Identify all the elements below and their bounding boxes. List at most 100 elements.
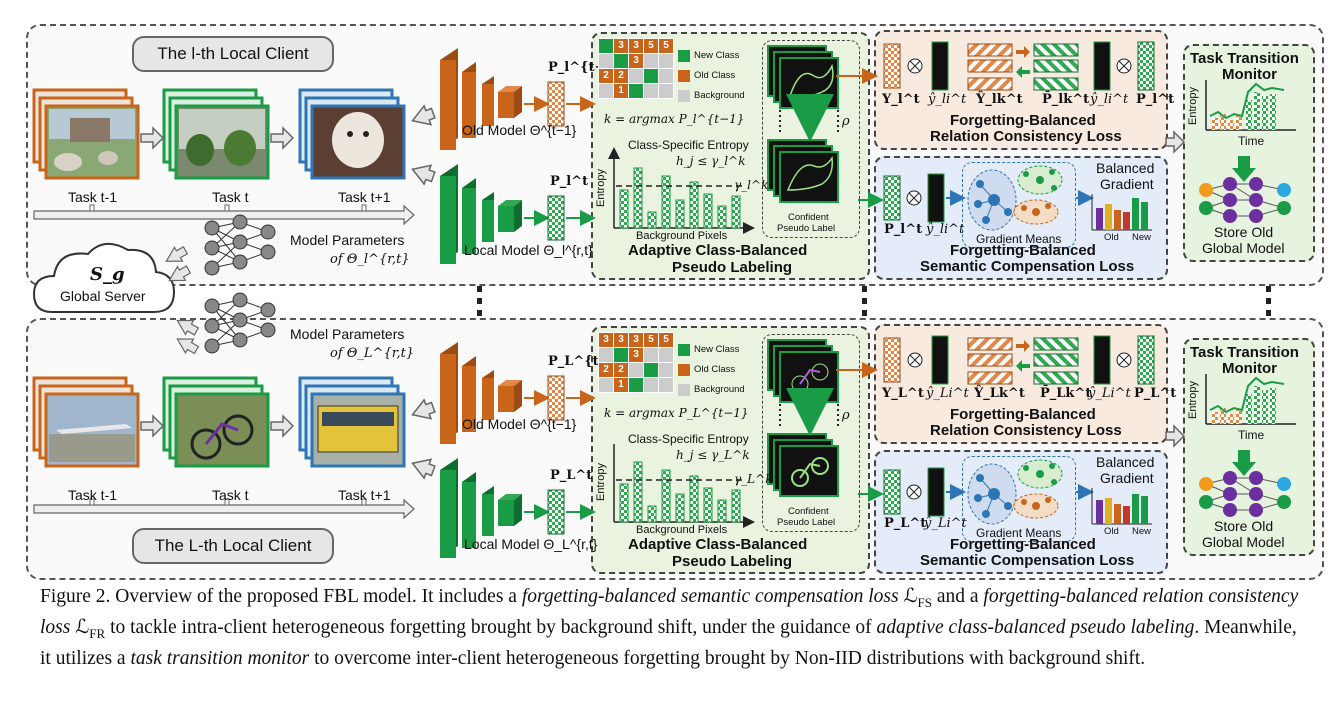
rel-lbl-4-bottom: P̄_Lk^t — [1040, 386, 1092, 401]
pseudo-grid-cell — [658, 377, 674, 393]
store-2-top: Global Model — [1202, 240, 1285, 256]
bottom-client-graphics — [32, 292, 1296, 558]
caption-part-5: to overcome inter-client heterogeneous f… — [309, 647, 1146, 669]
monitor-x-top: Time — [1238, 134, 1265, 148]
pseudo-grid-cell: 3 — [598, 332, 614, 348]
pseudo-label-stack-old-bottom — [767, 339, 839, 403]
new-label-top: New — [1132, 232, 1152, 243]
entropy-title-bottom: Class-Specific Entropy — [628, 432, 749, 446]
pseudo-grid-cell — [643, 53, 659, 69]
caption-italic-1: forgetting-balanced semantic compensatio… — [521, 586, 899, 607]
pseudo-grid-cell — [658, 83, 674, 99]
local-model-bottom — [440, 458, 522, 558]
caption-math-2: ℒ — [70, 616, 90, 638]
pseudo-grid-cell — [628, 68, 644, 84]
rel-lbl-2-bottom: ŷ_Li^t — [926, 386, 969, 401]
rho-bottom: ρ — [842, 408, 850, 423]
caption-part-1: Figure 2. Overview of the proposed FBL m… — [40, 586, 522, 607]
pseudo-grid-cell — [643, 83, 659, 99]
pseudo-grid-cell — [598, 377, 614, 393]
confident-1-bottom: Confident — [788, 506, 829, 517]
rho-top: ρ — [842, 114, 850, 129]
caption-part-3: to tackle intra-client heterogeneous for… — [105, 616, 877, 638]
pseudo-grid-cell — [613, 347, 629, 363]
monitor-y-top: Entropy — [1186, 87, 1199, 125]
task-image-stack-3-bottom — [298, 376, 406, 468]
semantic-title-1-top: Forgetting-Balanced — [950, 242, 1096, 259]
argmax-bottom: k = argmax P_L^{t−1} — [604, 406, 749, 420]
legend-bg-bottom: Background — [694, 384, 745, 395]
pseudo-grid-cell: 3 — [628, 53, 644, 69]
relation-row-bottom — [883, 335, 1155, 385]
pseudo-grid-cell: 3 — [613, 332, 629, 348]
task-label-1: Task t-1 — [68, 189, 118, 205]
rel-lbl-5-top: ŷ_li^t — [1090, 92, 1129, 107]
local-model-label-top: Local Model Θ_l^{r,t} — [464, 242, 593, 258]
entropy-chart-bottom — [613, 444, 755, 528]
entropy-y-bottom: Entropy — [594, 463, 607, 501]
store-1-top: Store Old — [1214, 224, 1274, 240]
pseudo-grid-cell: 5 — [658, 38, 674, 54]
condition-top: h_j ≤ γ_l^k — [676, 154, 746, 168]
rel-lbl-3-top: Ŷ_lk^t — [976, 92, 1023, 107]
semantic-title-2-bottom: Semantic Compensation Loss — [920, 552, 1135, 569]
task-label-1-bottom: Task t-1 — [68, 487, 118, 503]
condition-bottom: h_j ≤ γ_L^k — [676, 448, 750, 462]
pseudo-title-1-bottom: Adaptive Class-Balanced — [628, 536, 808, 553]
pseudo-grid-cell — [643, 347, 659, 363]
caption-part-4: . Meanwhile, it utilizes a — [40, 616, 1297, 669]
monitor-title-2-bottom: Monitor — [1222, 360, 1277, 377]
legend-old-bottom: Old Class — [694, 364, 736, 375]
old-model-label-bottom: Old Model Θ^{t−1} — [462, 416, 577, 432]
pseudo-grid-cell — [658, 362, 674, 378]
legend-new-bottom: New Class — [694, 344, 740, 355]
gamma-top: γ_l^k — [734, 178, 769, 192]
old-model-label-top: Old Model Θ^{t−1} — [462, 122, 577, 138]
rel-lbl-6-top: P_l^t — [1136, 92, 1175, 107]
relation-title-2-bottom: Relation Consistency Loss — [930, 422, 1122, 439]
old-model-bottom — [440, 342, 522, 444]
rel-lbl-2-top: ŷ_li^t — [928, 92, 967, 107]
p-new-label-bottom: P_L^t — [550, 468, 593, 483]
caption-math-1: ℒ — [898, 586, 918, 607]
pseudo-grid-cell — [628, 362, 644, 378]
nn-icon-top — [204, 214, 276, 276]
balanced-1-top: Balanced — [1096, 160, 1155, 176]
caption-italic-3: adaptive class-balanced pseudo labeling — [876, 616, 1195, 638]
monitor-y-bottom: Entropy — [1186, 381, 1199, 419]
pseudo-label-stack-new-bottom — [767, 433, 839, 497]
rel-lbl-1-top: Y_l^t — [882, 92, 920, 107]
relation-title-1-bottom: Forgetting-Balanced — [950, 406, 1096, 423]
caption-italic-4: task transition monitor — [130, 647, 310, 669]
pseudo-grid-cell: 2 — [613, 68, 629, 84]
server-symbol: S_g — [90, 264, 125, 285]
gradient-means-top: Gradient Means — [976, 232, 1062, 246]
relation-row-top — [883, 41, 1155, 91]
task-label-2-bottom: Task t — [212, 487, 249, 503]
pseudo-grid-cell: 3 — [628, 347, 644, 363]
task-label-3-bottom: Task t+1 — [338, 487, 391, 503]
task-image-stack-1 — [32, 88, 140, 180]
monitor-chart-bottom — [1205, 374, 1296, 425]
semantic-row-top — [883, 165, 1152, 231]
balanced-1-bottom: Balanced — [1096, 454, 1155, 470]
sem-lbl-1-top: P_l^t — [884, 222, 923, 237]
confident-box-bottom — [762, 334, 860, 532]
balanced-2-top: Gradient — [1100, 176, 1154, 192]
gradient-means-bottom: Gradient Means — [976, 526, 1062, 540]
argmax-top: k = argmax P_l^{t−1} — [604, 112, 745, 126]
pseudo-grid-cell — [658, 68, 674, 84]
pseudo-grid-cell — [598, 53, 614, 69]
pseudo-grid-cell: 1 — [613, 377, 629, 393]
relation-title-1-top: Forgetting-Balanced — [950, 112, 1096, 129]
pseudo-grid-cell: 1 — [613, 83, 629, 99]
store-2-bottom: Global Model — [1202, 534, 1285, 550]
pseudo-grid-cell: 2 — [598, 362, 614, 378]
rel-lbl-3-bottom: Ŷ_Lk^t — [974, 386, 1025, 401]
entropy-title-top: Class-Specific Entropy — [628, 138, 749, 152]
monitor-chart-top — [1205, 80, 1296, 131]
monitor-title-1-top: Task Transition — [1190, 50, 1299, 67]
local-model-top — [440, 164, 522, 264]
pseudo-label-stack-old-top — [767, 45, 839, 109]
store-1-bottom: Store Old — [1214, 518, 1274, 534]
